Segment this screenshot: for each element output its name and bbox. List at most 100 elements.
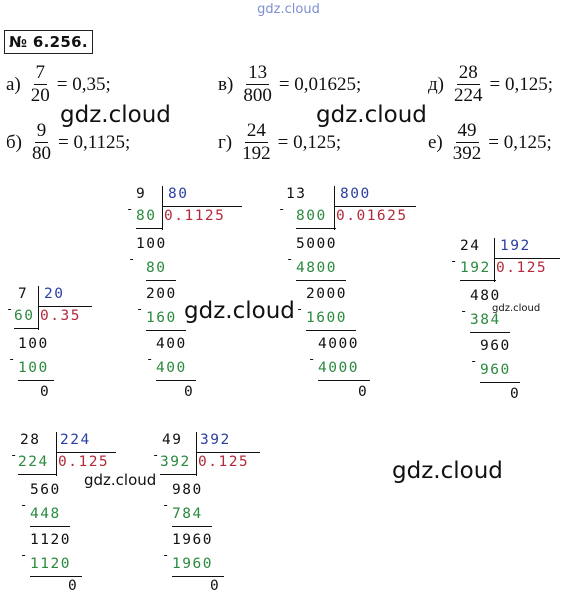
division-rule <box>494 258 560 260</box>
dividend: 7 <box>18 286 29 302</box>
watermark: gdz.cloud <box>60 102 171 128</box>
subtrahend: 960 <box>480 362 511 378</box>
subtrahend: 224 <box>18 454 49 470</box>
equation-label: е) <box>428 131 443 153</box>
long-division-d: 28 224 - 224 0.125 560 - 448 1120 - 1120… <box>10 432 128 597</box>
numerator: 49 <box>455 120 479 143</box>
dividend: 24 <box>460 238 481 254</box>
remainder: 4000 <box>318 336 359 352</box>
minus-sign: - <box>8 352 17 366</box>
subtrahend: 100 <box>18 360 49 376</box>
dividend: 9 <box>136 186 147 202</box>
final-remainder: 0 <box>40 384 51 400</box>
division-rule <box>172 576 224 578</box>
division-rule <box>30 526 70 528</box>
final-remainder: 0 <box>210 578 221 594</box>
minus-sign: - <box>6 302 15 316</box>
division-rule <box>296 228 336 230</box>
quotient: 0.125 <box>58 454 110 470</box>
remainder: 960 <box>480 338 511 354</box>
division-rule <box>470 332 510 334</box>
header-watermark: gdz.cloud <box>257 2 320 17</box>
division-rule <box>460 280 496 282</box>
equation-result: = 0,125; <box>489 73 554 95</box>
watermark: gdz.cloud <box>392 458 503 484</box>
final-remainder: 0 <box>510 386 521 402</box>
minus-sign: - <box>128 252 137 266</box>
minus-sign: - <box>162 498 171 512</box>
divisor: 80 <box>168 186 189 202</box>
division-rule <box>38 306 92 308</box>
numerator: 24 <box>244 120 268 143</box>
minus-sign: - <box>20 498 29 512</box>
equation-result: = 0,125; <box>488 131 552 153</box>
denominator: 192 <box>242 143 271 164</box>
minus-sign: - <box>460 304 469 318</box>
subtrahend: 60 <box>14 308 35 324</box>
divisor: 800 <box>340 186 371 202</box>
division-rule <box>146 330 186 332</box>
quotient: 0.125 <box>198 454 250 470</box>
remainder: 1120 <box>30 532 71 548</box>
minus-sign: - <box>10 448 19 462</box>
division-rule <box>56 432 58 476</box>
subtrahend: 1960 <box>172 556 213 572</box>
subtrahend: 784 <box>172 506 203 522</box>
remainder: 980 <box>172 482 203 498</box>
denominator: 20 <box>30 85 50 106</box>
quotient: 0.1125 <box>164 208 226 224</box>
division-rule <box>318 380 370 382</box>
division-rule <box>196 432 198 476</box>
remainder: 480 <box>470 288 501 304</box>
numerator: 13 <box>246 62 270 85</box>
long-division-a: 7 20 - 60 0.35 100 - 100 0 <box>6 286 104 406</box>
division-rule <box>18 474 56 476</box>
equation-label: д) <box>428 73 444 95</box>
divisor: 192 <box>500 238 531 254</box>
division-rule <box>296 280 346 282</box>
quotient: 0.125 <box>496 260 548 276</box>
equation-label: в) <box>218 73 234 95</box>
remainder: 100 <box>18 336 49 352</box>
equation-label: г) <box>218 131 233 153</box>
equation-result: = 0,35; <box>56 73 111 95</box>
subtrahend: 160 <box>146 310 177 326</box>
subtrahend: 80 <box>146 260 167 276</box>
division-rule <box>162 206 242 208</box>
denominator: 224 <box>454 85 483 106</box>
division-rule <box>334 186 336 230</box>
final-remainder: 0 <box>358 384 369 400</box>
subtrahend: 192 <box>460 260 491 276</box>
divisor: 20 <box>44 286 65 302</box>
minus-sign: - <box>162 548 171 562</box>
long-division-e: 49 392 - 392 0.125 980 - 784 1960 - 1960… <box>152 432 270 597</box>
division-rule <box>38 286 40 330</box>
subtrahend: 1600 <box>306 310 347 326</box>
divisor: 392 <box>200 432 231 448</box>
remainder: 5000 <box>296 236 337 252</box>
final-remainder: 0 <box>184 384 195 400</box>
long-division-v: 13 800 - 800 0.01625 5000 - 4800 2000 - … <box>278 186 422 406</box>
numerator: 7 <box>33 62 48 85</box>
remainder: 200 <box>146 286 177 302</box>
division-rule <box>156 380 196 382</box>
minus-sign: - <box>136 302 145 316</box>
division-rule <box>306 330 356 332</box>
subtrahend: 400 <box>156 360 187 376</box>
long-division-g: 24 192 - 192 0.125 480 - 384 960 - 960 0 <box>450 238 576 408</box>
division-rule <box>30 576 82 578</box>
equation-label: б) <box>6 131 22 153</box>
subtrahend: 80 <box>136 208 157 224</box>
division-rule <box>136 228 162 230</box>
subtrahend: 4800 <box>296 260 337 276</box>
remainder: 1960 <box>172 532 213 548</box>
division-rule <box>162 186 164 230</box>
division-rule <box>334 206 416 208</box>
